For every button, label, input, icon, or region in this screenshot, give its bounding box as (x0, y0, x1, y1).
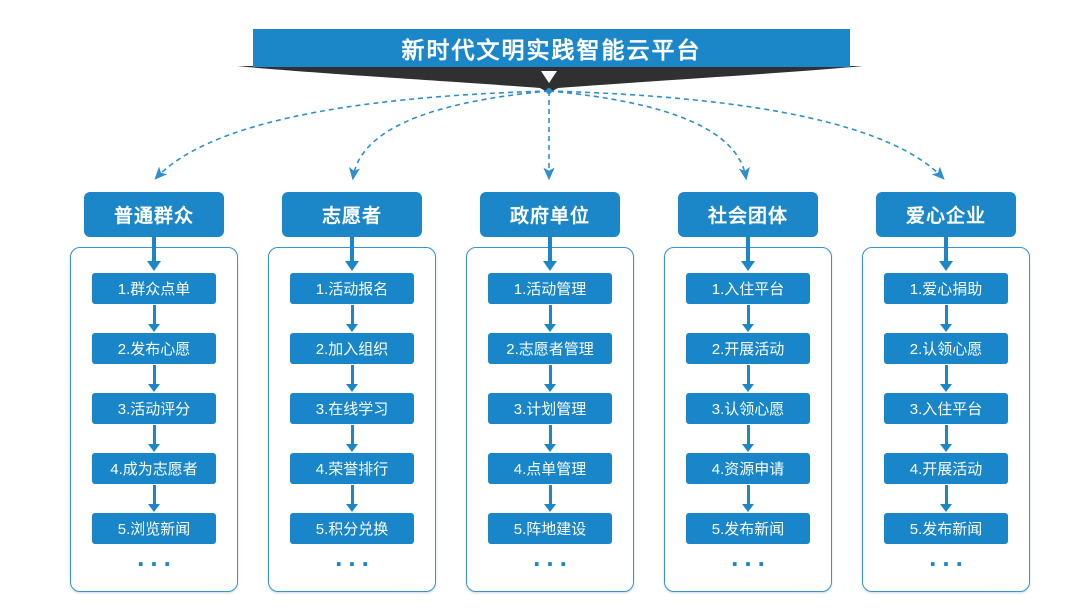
flow-step: 5.阵地建设 (488, 513, 612, 544)
more-steps-ellipsis: ... (929, 542, 969, 572)
flow-step: 3.计划管理 (488, 393, 612, 424)
flow-steps: 1.入住平台 2.开展活动 3.认领心愿 4.资源申请 5.发布新闻 ... (664, 273, 832, 572)
flow-step: 4.点单管理 (488, 453, 612, 484)
flow-steps: 1.群众点单 2.发布心愿 3.活动评分 4.成为志愿者 5.浏览新闻 ... (70, 273, 238, 572)
column-ordinary-people: 普通群众 1.群众点单 2.发布心愿 3.活动评分 4.成为志愿者 5.浏览新闻… (70, 190, 238, 592)
flow-step: 2.发布心愿 (92, 333, 216, 364)
down-arrow-icon (350, 237, 354, 261)
column-volunteers: 志愿者 1.活动报名 2.加入组织 3.在线学习 4.荣誉排行 5.积分兑换 .… (268, 190, 436, 592)
more-steps-ellipsis: ... (731, 542, 771, 572)
down-arrow-icon (944, 425, 948, 444)
column-caring-enterprises: 爱心企业 1.爱心捐助 2.认领心愿 3.入住平台 4.开展活动 5.发布新闻 … (862, 190, 1030, 592)
diagram-title: 新时代文明实践智能云平台 (253, 29, 850, 67)
down-arrow-icon (548, 365, 552, 384)
flow-step: 4.成为志愿者 (92, 453, 216, 484)
fan-origin-dot (546, 88, 552, 94)
down-arrow-icon (152, 425, 156, 444)
down-triangle-icon (541, 71, 557, 83)
flow-step: 4.开展活动 (884, 453, 1008, 484)
flow-step: 1.爱心捐助 (884, 273, 1008, 304)
more-steps-ellipsis: ... (137, 542, 177, 572)
down-arrow-icon (152, 365, 156, 384)
column-header: 普通群众 (84, 192, 224, 237)
flow-steps: 1.活动报名 2.加入组织 3.在线学习 4.荣誉排行 5.积分兑换 ... (268, 273, 436, 572)
flow-step: 3.在线学习 (290, 393, 414, 424)
flow-step: 2.认领心愿 (884, 333, 1008, 364)
column-social-organizations: 社会团体 1.入住平台 2.开展活动 3.认领心愿 4.资源申请 5.发布新闻 … (664, 190, 832, 592)
down-arrow-icon (152, 485, 156, 504)
flow-step: 5.发布新闻 (884, 513, 1008, 544)
more-steps-ellipsis: ... (533, 542, 573, 572)
down-arrow-icon (350, 425, 354, 444)
flow-step: 3.认领心愿 (686, 393, 810, 424)
flow-step: 3.入住平台 (884, 393, 1008, 424)
down-arrow-icon (152, 305, 156, 324)
column-header: 政府单位 (480, 192, 620, 237)
flow-step: 2.志愿者管理 (488, 333, 612, 364)
down-arrow-icon (350, 485, 354, 504)
flow-step: 1.活动报名 (290, 273, 414, 304)
down-arrow-icon (548, 305, 552, 324)
flow-step: 5.浏览新闻 (92, 513, 216, 544)
column-header: 爱心企业 (876, 192, 1016, 237)
flow-step: 1.活动管理 (488, 273, 612, 304)
down-arrow-icon (548, 485, 552, 504)
down-arrow-icon (944, 237, 948, 261)
down-arrow-icon (746, 237, 750, 261)
flow-step: 1.群众点单 (92, 273, 216, 304)
flow-step: 5.发布新闻 (686, 513, 810, 544)
flow-step: 2.开展活动 (686, 333, 810, 364)
flow-step: 4.资源申请 (686, 453, 810, 484)
column-header: 志愿者 (282, 192, 422, 237)
column-government-units: 政府单位 1.活动管理 2.志愿者管理 3.计划管理 4.点单管理 5.阵地建设… (466, 190, 634, 592)
flow-step: 5.积分兑换 (290, 513, 414, 544)
down-arrow-icon (350, 305, 354, 324)
down-arrow-icon (944, 365, 948, 384)
down-arrow-icon (548, 237, 552, 261)
flow-step: 1.入住平台 (686, 273, 810, 304)
flow-steps: 1.爱心捐助 2.认领心愿 3.入住平台 4.开展活动 5.发布新闻 ... (862, 273, 1030, 572)
more-steps-ellipsis: ... (335, 542, 375, 572)
column-header: 社会团体 (678, 192, 818, 237)
ribbon-shadow (237, 66, 863, 93)
flow-step: 2.加入组织 (290, 333, 414, 364)
down-arrow-icon (746, 485, 750, 504)
down-arrow-icon (746, 365, 750, 384)
down-arrow-icon (944, 485, 948, 504)
down-arrow-icon (548, 425, 552, 444)
flow-step: 3.活动评分 (92, 393, 216, 424)
down-arrow-icon (944, 305, 948, 324)
flow-step: 4.荣誉排行 (290, 453, 414, 484)
flow-steps: 1.活动管理 2.志愿者管理 3.计划管理 4.点单管理 5.阵地建设 ... (466, 273, 634, 572)
down-arrow-icon (746, 425, 750, 444)
down-arrow-icon (746, 305, 750, 324)
down-arrow-icon (350, 365, 354, 384)
down-arrow-icon (152, 237, 156, 261)
